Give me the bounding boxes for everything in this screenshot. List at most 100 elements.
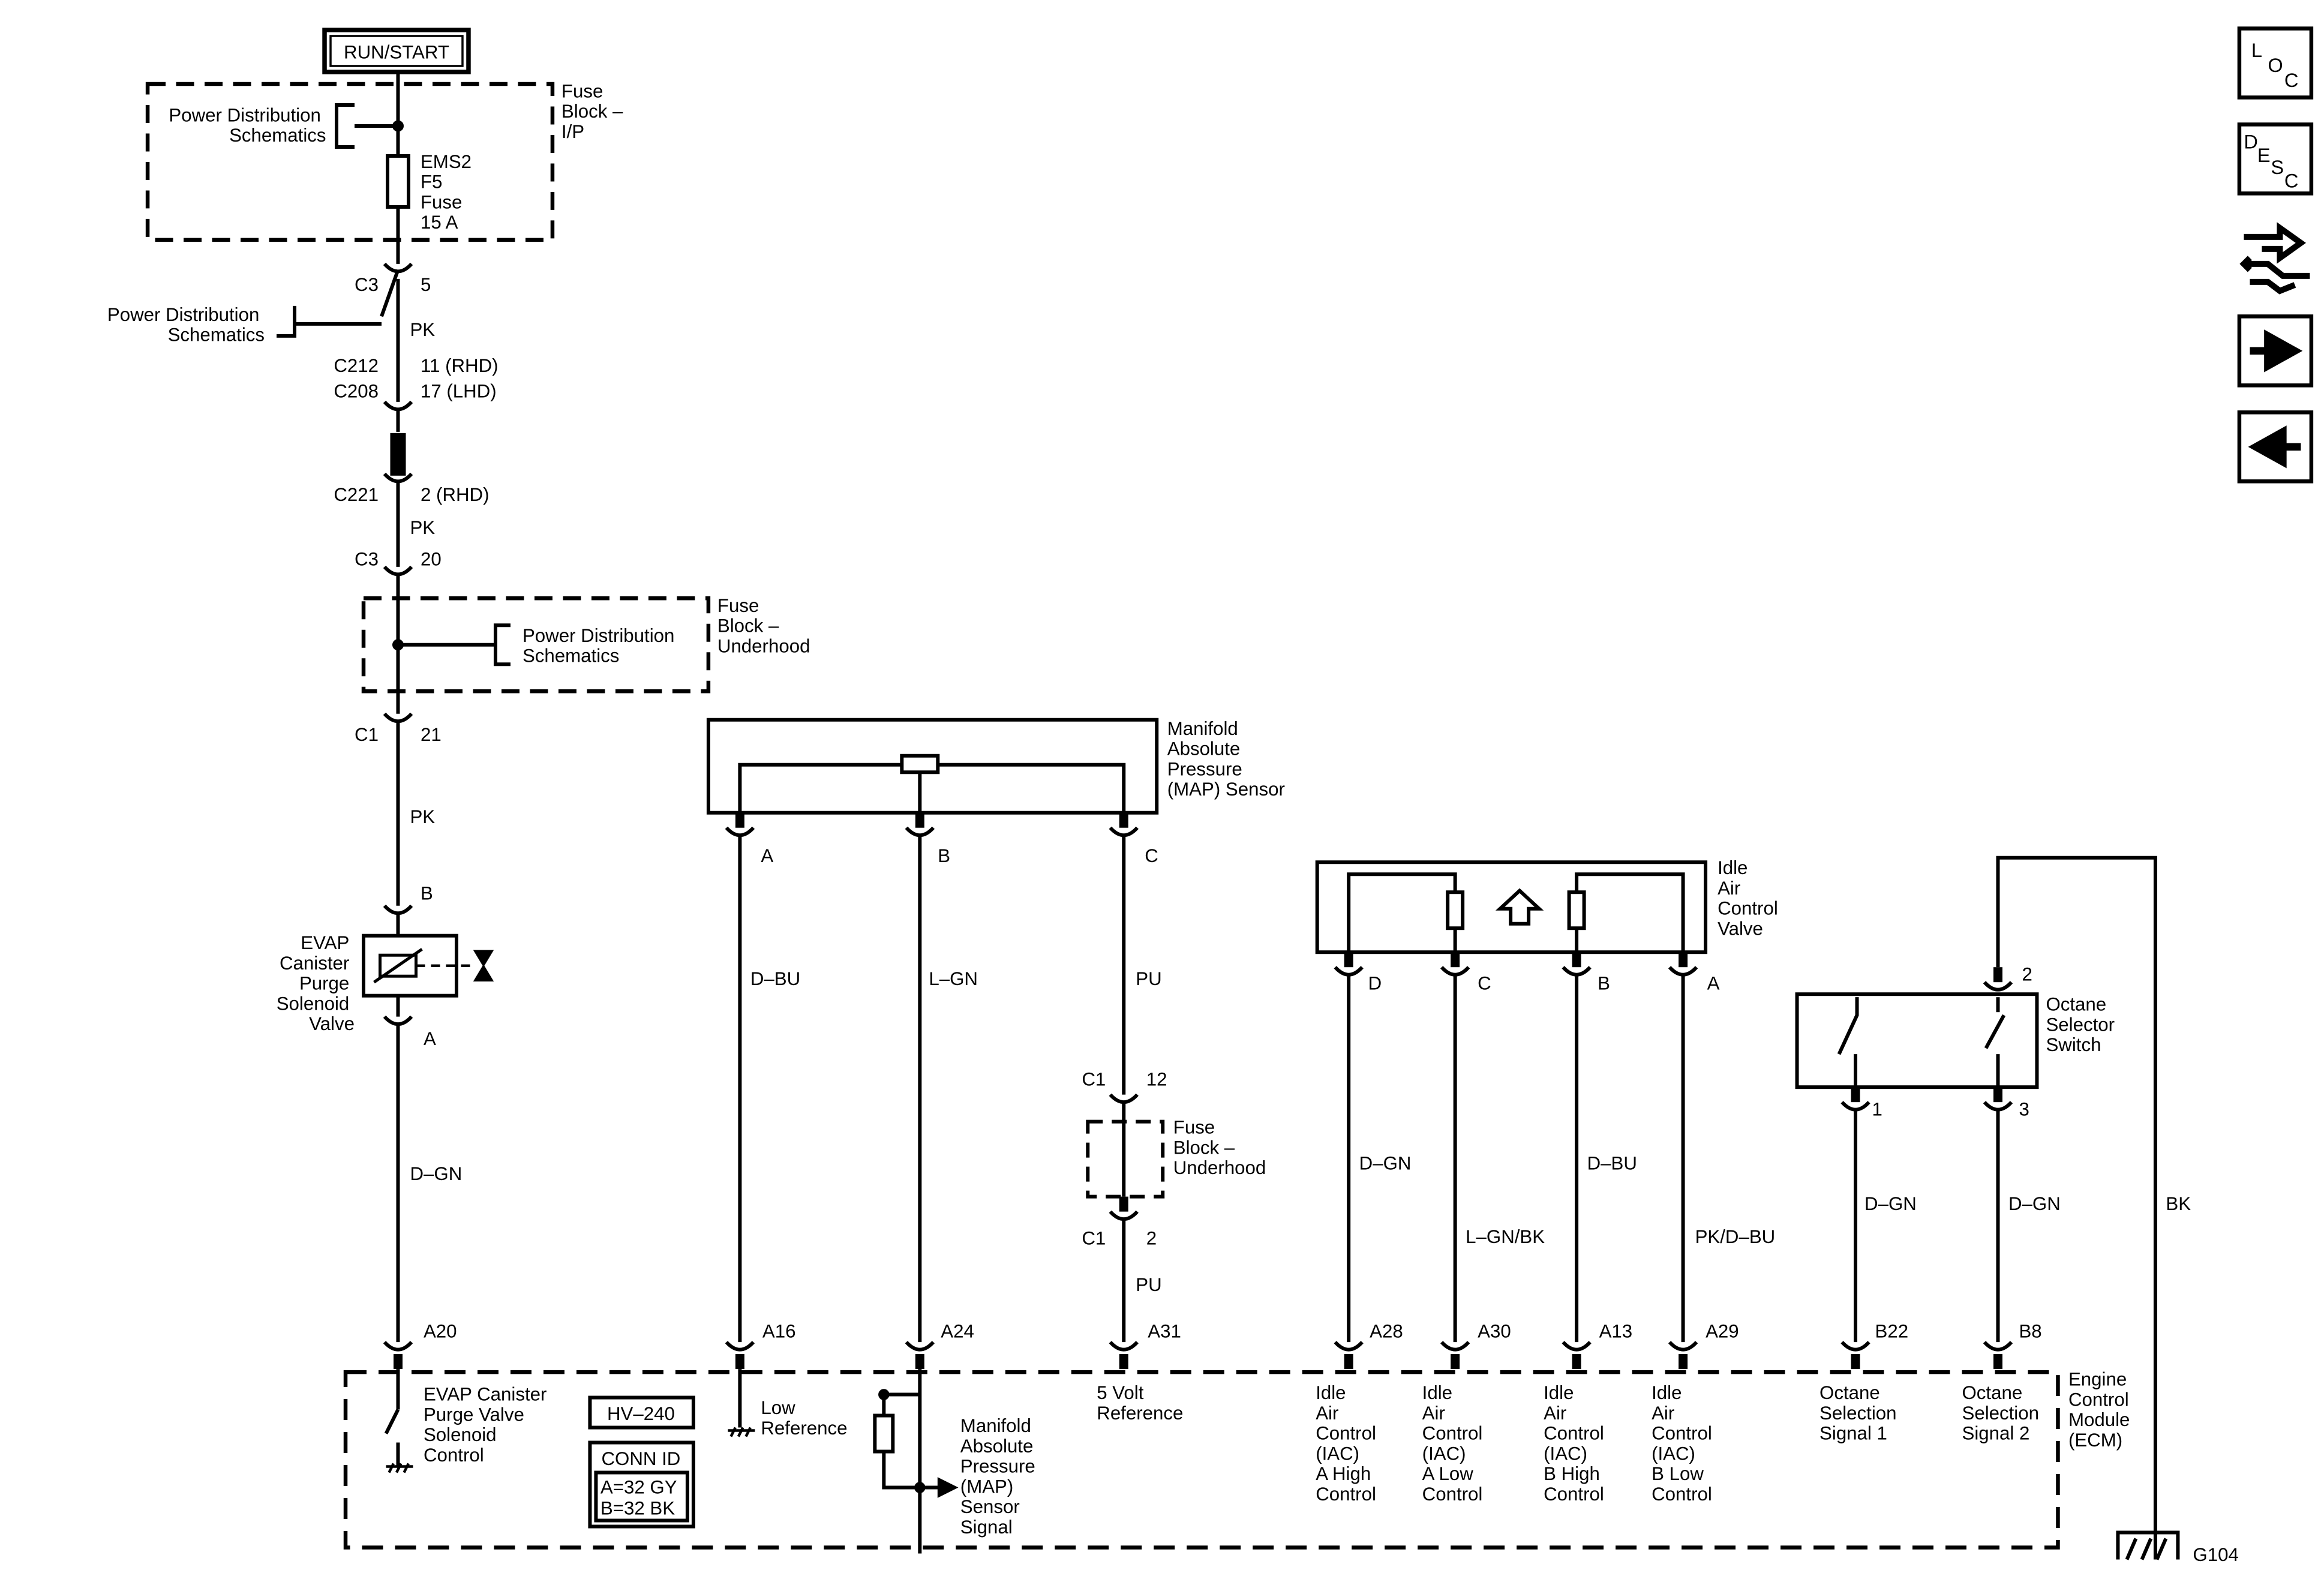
map-connector-c1-top-pin: 12 (1146, 1069, 1167, 1090)
evap-solenoid-label: EVAP Canister Purge Solenoid Valve (277, 932, 355, 1034)
map-wire-a: D–BU (750, 968, 800, 989)
octane-pin-2: 2 (2022, 964, 2032, 985)
octane-switch-box (1795, 992, 2039, 1089)
iac-pin-b: B (1598, 973, 1610, 994)
iac-valve-box (1315, 860, 1708, 954)
iac-a-low-label: Idle Air Control (IAC) A Low Control (1422, 1382, 1488, 1505)
evap-pin-b: B (421, 883, 433, 904)
ecm-pin-b22: B22 (1875, 1321, 1909, 1342)
octane-wire-3: D–GN (2008, 1193, 2061, 1214)
connector-c1: C1 (355, 724, 379, 745)
evap-solenoid-box (362, 933, 458, 998)
wire-pk-2: PK (410, 517, 435, 538)
map-signal-label: Manifold Absolute Pressure (MAP) Sensor … (960, 1415, 1041, 1538)
connector-c1-pin: 21 (421, 724, 442, 745)
map-connector-c1-bottom: C1 (1082, 1228, 1106, 1249)
iac-wire-b: D–BU (1587, 1153, 1637, 1174)
connector-c221: C221 (334, 484, 379, 505)
back-button[interactable] (2237, 410, 2314, 484)
octane-signal-1-label: Octane Selection Signal 1 (1819, 1382, 1902, 1443)
evap-wire: D–GN (410, 1163, 462, 1184)
conn-id-title: CONN ID (601, 1448, 680, 1469)
power-dist-ref-3[interactable]: Power Distribution Schematics (523, 625, 680, 667)
ground-wire-bk: BK (2166, 1193, 2191, 1214)
connector-c221-pin: 2 (RHD) (421, 484, 490, 505)
hv-label: HV–240 (607, 1403, 675, 1424)
map-sensor-label: Manifold Absolute Pressure (MAP) Sensor (1167, 718, 1285, 800)
arrow-right-icon (2250, 329, 2303, 373)
map-fuse-block-label: Fuse Block – Underhood (1173, 1117, 1266, 1178)
svg-text:D: D (2244, 131, 2257, 152)
wire-pk-3: PK (410, 806, 435, 827)
connector-wrench-button[interactable] (2239, 222, 2310, 295)
fuse-block-underhood-label: Fuse Block – Underhood (717, 595, 810, 656)
svg-text:S: S (2271, 157, 2284, 178)
forward-button[interactable] (2237, 314, 2314, 388)
ecm-pin-a29: A29 (1706, 1321, 1739, 1342)
connector-c212-pin: 11 (RHD) (421, 355, 499, 376)
conn-id-b: B=32 BK (600, 1498, 675, 1519)
ecm-pin-a20: A20 (424, 1321, 457, 1342)
hv-label-box (588, 1395, 695, 1430)
octane-wire-1: D–GN (1864, 1193, 1917, 1214)
evap-ecm-label: EVAP Canister Purge Valve Solenoid Contr… (424, 1384, 552, 1466)
iac-wire-c: L–GN/BK (1466, 1226, 1545, 1247)
ecm-box (343, 1370, 2060, 1550)
fuse-block-underhood (361, 596, 711, 694)
ecm-label: Engine Control Module (ECM) (2068, 1369, 2135, 1451)
ecm-pin-a13: A13 (1599, 1321, 1633, 1342)
loc-icon: L O C (2251, 40, 2298, 91)
ecm-pin-a28: A28 (1370, 1321, 1403, 1342)
ems2-fuse (385, 154, 410, 209)
svg-text:O: O (2268, 55, 2283, 76)
connector-c3-bottom: C3 (355, 548, 379, 569)
iac-a-high-label: Idle Air Control (IAC) A High Control (1316, 1382, 1381, 1505)
conn-id-box (588, 1440, 695, 1529)
connector-c3-top-pin: 5 (421, 274, 431, 295)
iac-b-low-label: Idle Air Control (IAC) B Low Control (1652, 1382, 1717, 1505)
svg-text:C: C (2284, 170, 2298, 191)
ecm-pin-a30: A30 (1478, 1321, 1511, 1342)
svg-text:E: E (2257, 145, 2271, 166)
ecm-pin-a16: A16 (762, 1321, 796, 1342)
run-start-label: RUN/START (344, 41, 449, 62)
octane-pin-1: 1 (1872, 1099, 1882, 1120)
wire-pk-1: PK (410, 319, 435, 340)
fuse-block-ip-label: Fuse Block – I/P (562, 80, 628, 142)
five-volt-reference-label: 5 Volt Reference (1097, 1382, 1183, 1424)
power-dist-ref-1[interactable]: Power Distribution Schematics (169, 104, 326, 146)
conn-id-a: A=32 GY (600, 1477, 677, 1498)
evap-pin-a: A (424, 1028, 436, 1049)
iac-pin-a: A (1707, 973, 1720, 994)
power-dist-ref-2[interactable]: Power Distribution Schematics (107, 304, 265, 346)
iac-valve-label: Idle Air Control Valve (1718, 857, 1783, 939)
iac-pin-d: D (1368, 973, 1382, 994)
map-wire-pu-2: PU (1136, 1274, 1161, 1295)
desc-button[interactable]: D E S C (2237, 122, 2314, 196)
map-pin-b: B (938, 845, 950, 866)
up-arrow-icon (1495, 888, 1544, 926)
map-connector-c1-bottom-pin: 2 (1146, 1228, 1157, 1249)
connector-c212: C212 (334, 355, 379, 376)
ecm-pin-a24: A24 (941, 1321, 974, 1342)
fuse-block-ip (145, 82, 555, 242)
iac-b-high-label: Idle Air Control (IAC) B High Control (1544, 1382, 1609, 1505)
ground-icon (2116, 1530, 2180, 1560)
connector-wrench-icon (2239, 222, 2310, 295)
ground-g104: G104 (2193, 1544, 2238, 1565)
iac-pin-c: C (1478, 973, 1491, 994)
loc-button[interactable]: L O C (2237, 26, 2314, 100)
connector-c208-pin: 17 (LHD) (421, 380, 497, 401)
connector-c3-bottom-pin: 20 (421, 548, 442, 569)
svg-text:C: C (2284, 70, 2298, 91)
iac-wire-d: D–GN (1359, 1153, 1412, 1174)
map-pin-a: A (761, 845, 773, 866)
svg-text:L: L (2251, 40, 2262, 61)
map-sensor-box (706, 718, 1159, 815)
ecm-pin-a31: A31 (1148, 1321, 1181, 1342)
octane-signal-2-label: Octane Selection Signal 2 (1962, 1382, 2044, 1443)
low-reference-label: Low Reference (761, 1397, 847, 1439)
arrow-left-icon (2248, 425, 2301, 469)
iac-wire-a: PK/D–BU (1695, 1226, 1776, 1247)
